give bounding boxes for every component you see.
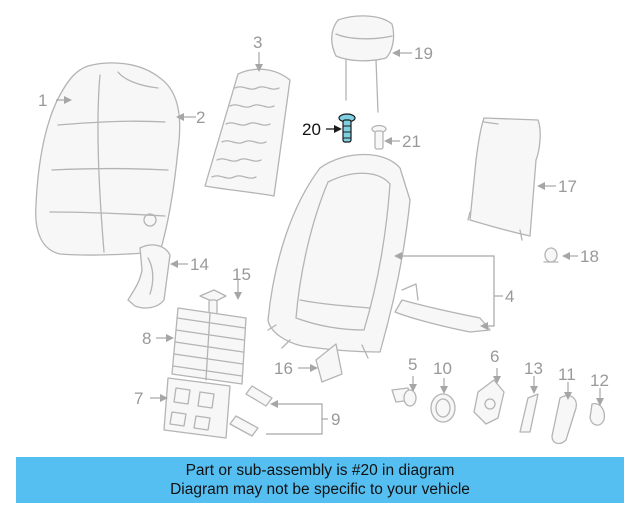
callout-16: 16 — [274, 359, 293, 378]
part-14-bracket[interactable] — [127, 244, 171, 309]
parts-diagram: 1 2 3 19 20 21 — [35, 15, 609, 445]
part-20-headrest-guide[interactable] — [338, 113, 356, 143]
callout-15: 15 — [232, 265, 251, 284]
callout-4: 4 — [505, 287, 514, 306]
part-5-bolt[interactable] — [391, 387, 417, 407]
part-15-pin[interactable] — [199, 289, 227, 315]
banner-line-part: Part or sub-assembly is #20 in diagram — [185, 462, 455, 479]
banner-line-disclaimer: Diagram may not be specific to your vehi… — [170, 481, 470, 498]
callout-3: 3 — [253, 33, 262, 52]
part-18-clip[interactable] — [543, 247, 559, 263]
part-3-seatback-pad[interactable] — [204, 68, 291, 197]
part-9-cable[interactable] — [229, 385, 273, 437]
part-19-headrest[interactable] — [331, 15, 395, 113]
callout-10: 10 — [433, 359, 452, 378]
callout-7: 7 — [134, 389, 143, 408]
part-8-lumbar-support[interactable] — [171, 307, 247, 385]
part-1-seatback-cover[interactable] — [35, 62, 181, 256]
callout-18: 18 — [580, 247, 599, 266]
part-17-back-panel[interactable] — [467, 117, 541, 241]
callout-8: 8 — [142, 329, 151, 348]
callout-6: 6 — [490, 347, 499, 366]
callout-20: 20 — [302, 120, 321, 139]
part-6-recliner[interactable] — [473, 379, 505, 425]
callout-13: 13 — [524, 359, 543, 378]
callout-2: 2 — [196, 108, 205, 127]
callout-9: 9 — [331, 410, 340, 429]
callout-19: 19 — [414, 44, 433, 63]
callout-11: 11 — [558, 365, 576, 384]
part-21-guide[interactable] — [371, 124, 387, 150]
part-10-knob[interactable] — [430, 393, 456, 423]
callout-12: 12 — [590, 371, 609, 390]
callout-21: 21 — [402, 132, 421, 151]
callout-17: 17 — [558, 177, 577, 196]
callout-1: 1 — [38, 91, 47, 110]
part-12-cap[interactable] — [589, 403, 606, 426]
part-16-cover[interactable] — [315, 343, 343, 383]
callout-5: 5 — [408, 355, 417, 374]
info-banner: Part or sub-assembly is #20 in diagram D… — [16, 457, 624, 503]
part-7-lumbar-mechanism[interactable] — [163, 377, 231, 439]
callout-14: 14 — [190, 255, 209, 274]
part-11-handle[interactable] — [551, 394, 577, 445]
part-4-seatback-frame[interactable] — [267, 153, 491, 359]
part-13-trim[interactable] — [519, 393, 539, 433]
